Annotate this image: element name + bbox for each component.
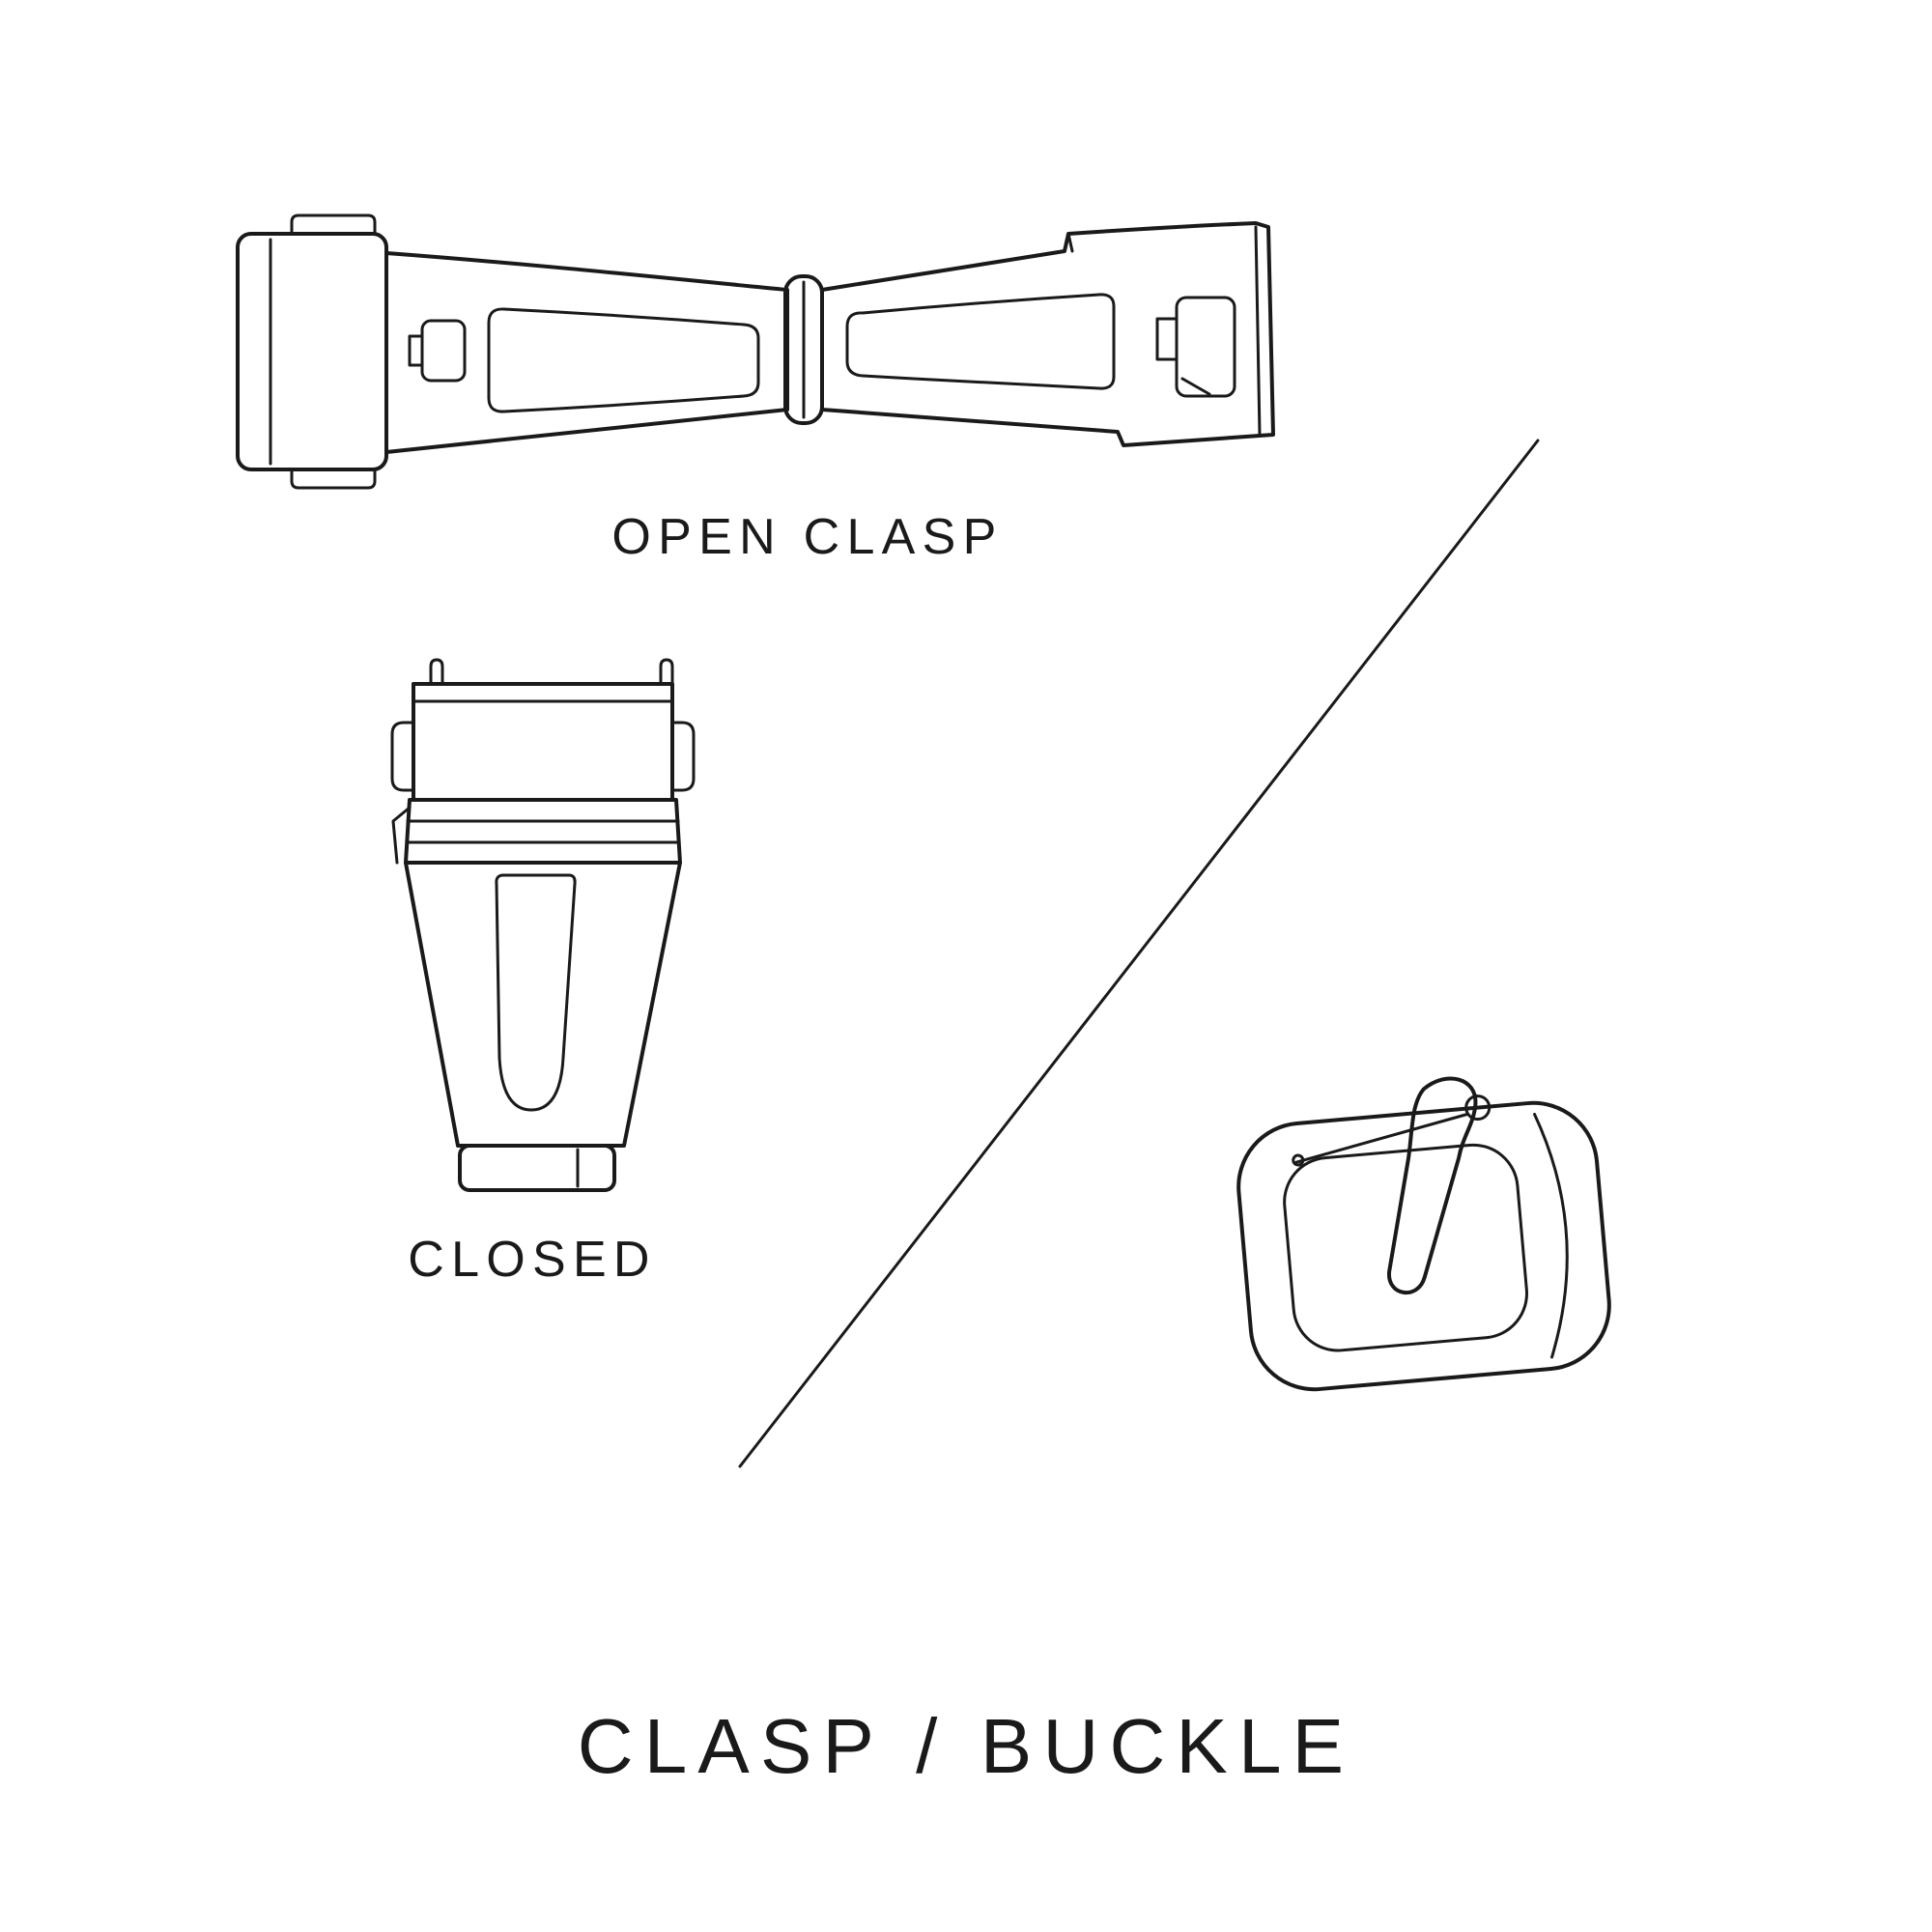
closed-clasp-illustration (390, 658, 696, 1192)
diagonal-divider-line (738, 439, 1540, 1468)
closed-clasp-caption: CLOSED (408, 1232, 657, 1288)
open-clasp-illustration (236, 213, 1275, 490)
open-clasp-caption: OPEN CLASP (611, 509, 1004, 565)
buckle-illustration (1236, 1076, 1611, 1392)
page-title: CLASP / BUCKLE (577, 1703, 1355, 1789)
